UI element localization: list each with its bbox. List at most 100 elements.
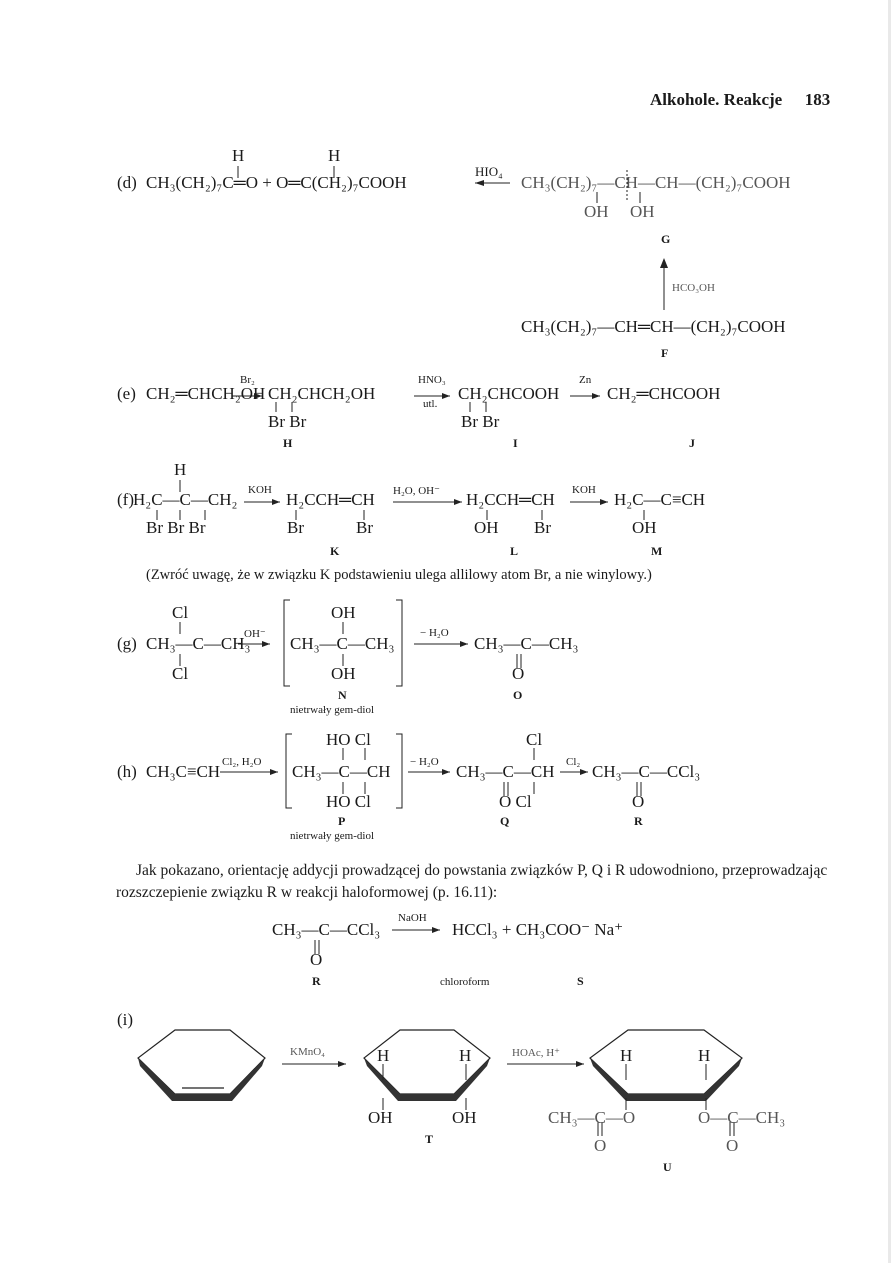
i-o-right: O (726, 1136, 739, 1155)
g-label-n: N (338, 688, 347, 702)
g-r1: OH⁻ (244, 628, 266, 640)
f-br-k1: Br (287, 518, 304, 537)
f-label-k: K (330, 544, 340, 558)
e-r2b: utl. (423, 398, 438, 410)
d-marker: (d) (117, 173, 137, 192)
d-oh-right: OH (630, 202, 655, 221)
h-label-q: Q (500, 814, 510, 828)
d-reagent-hio4: HIO₄ (475, 164, 503, 179)
f-s1: H₂C—C—CH₂ (133, 490, 238, 509)
running-header: Alkohole. Reakcje 183 (650, 90, 830, 110)
e-s3: CH₂CHCOOH (458, 384, 560, 403)
i-oh-left: OH (368, 1108, 393, 1127)
e-r3: Zn (579, 374, 592, 386)
f-s4: H₂C—C≡CH (614, 490, 706, 509)
page-edge (888, 0, 891, 1263)
h-label-p: P (338, 814, 346, 828)
e-marker: (e) (117, 384, 136, 403)
i-o-left: O (594, 1136, 607, 1155)
e-r1: Br₂ (240, 374, 255, 386)
g-cl-top: Cl (172, 603, 189, 622)
f-oh-m: OH (632, 518, 657, 537)
e-br-a: Br Br (268, 412, 307, 431)
haloform-o: O (310, 950, 323, 969)
i-h-left: H (377, 1046, 390, 1065)
f-br-row: Br Br Br (146, 518, 206, 537)
h-r1: Cl₂, H₂O (222, 756, 262, 768)
h-o-r: O (632, 792, 645, 811)
f-h-top: H (174, 460, 187, 479)
h-r2: − H₂O (410, 756, 439, 768)
i-ester-left: CH₃—C—O (548, 1108, 636, 1127)
d-oh-left: OH (584, 202, 609, 221)
f-r2: H₂O, OH⁻ (393, 485, 440, 497)
d-alkene: CH₃(CH₂)₇—CH═CH—(CH₂)₇COOH (521, 317, 786, 336)
h-s4: CH₃—C—CCl₃ (592, 762, 701, 781)
haloform-s2: HCCl₃ + CH₃COO⁻ Na⁺ (452, 920, 624, 939)
g-r2: − H₂O (420, 627, 449, 639)
g-marker: (g) (117, 634, 137, 653)
f-label-m: M (651, 544, 663, 558)
h-bot-q: O Cl (499, 792, 532, 811)
h-note: nietrwały gem-diol (290, 830, 375, 842)
i-label-t: T (425, 1132, 434, 1146)
d-diol: CH₃(CH₂)₇—CH—CH—(CH₂)₇COOH (521, 173, 791, 192)
d-reagent-up: HCO₃OH (672, 282, 715, 294)
body-paragraph: Jak pokazano, orientację addycji prowadz… (116, 862, 828, 901)
g-o: O (512, 664, 525, 683)
d-label-g: G (661, 232, 671, 246)
h-s1: CH₃C≡CH (146, 762, 221, 781)
h-r3: Cl₂ (566, 756, 581, 768)
f-s3: H₂CCH═CH (466, 490, 555, 509)
e-s2: CH₂CHCH₂OH (268, 384, 376, 403)
e-r2: HNO₃ (418, 374, 446, 386)
g-s3: CH₃—C—CH₃ (474, 634, 579, 653)
h-cl-q: Cl (526, 730, 543, 749)
g-s2: CH₃—C—CH₃ (290, 634, 395, 653)
header-title: Alkohole. Reakcje (650, 90, 783, 109)
i-r1: KMnO₄ (290, 1046, 326, 1058)
d-h2: H (328, 146, 341, 165)
h-bot-p: HO Cl (326, 792, 371, 811)
g-s1: CH₃—C—CH₃ (146, 634, 251, 653)
h-s3: CH₃—C—CH (456, 762, 555, 781)
i-marker: (i) (117, 1010, 134, 1029)
g-cl-bot: Cl (172, 664, 189, 683)
d-products: CH₃(CH₂)₇C═O + O═C(CH₂)₇COOH (146, 173, 407, 192)
h-s2: CH₃—C—CH (292, 762, 391, 781)
i-r2: HOAc, H⁺ (512, 1047, 560, 1059)
i-h2-left: H (620, 1046, 633, 1065)
haloform-label-chloroform: chloroform (440, 976, 490, 988)
f-br-l: Br (534, 518, 551, 537)
f-br-k2: Br (356, 518, 373, 537)
e-label-j: J (689, 436, 695, 450)
g-label-o: O (513, 688, 523, 702)
f-r3: KOH (572, 484, 596, 496)
g-note: nietrwały gem-diol (290, 704, 375, 716)
e-s1: CH₂═CHCH₂OH (146, 384, 266, 403)
d-label-f: F (661, 346, 669, 360)
e-br-b: Br Br (461, 412, 500, 431)
g-oh-bot: OH (331, 664, 356, 683)
note-allyl: (Zwróć uwagę, że w związku K podstawieni… (146, 567, 652, 583)
f-marker: (f) (117, 490, 134, 509)
i-h-right: H (459, 1046, 472, 1065)
g-oh-top: OH (331, 603, 356, 622)
f-r1: KOH (248, 484, 272, 496)
page-number: 183 (804, 90, 831, 109)
h-top-p: HO Cl (326, 730, 371, 749)
haloform-r1: NaOH (398, 912, 427, 924)
h-marker: (h) (117, 762, 137, 781)
f-label-l: L (510, 544, 519, 558)
i-label-u: U (663, 1160, 672, 1174)
haloform-label-s: S (577, 974, 584, 988)
f-s2: H₂CCH═CH (286, 490, 375, 509)
h-label-r: R (634, 814, 643, 828)
